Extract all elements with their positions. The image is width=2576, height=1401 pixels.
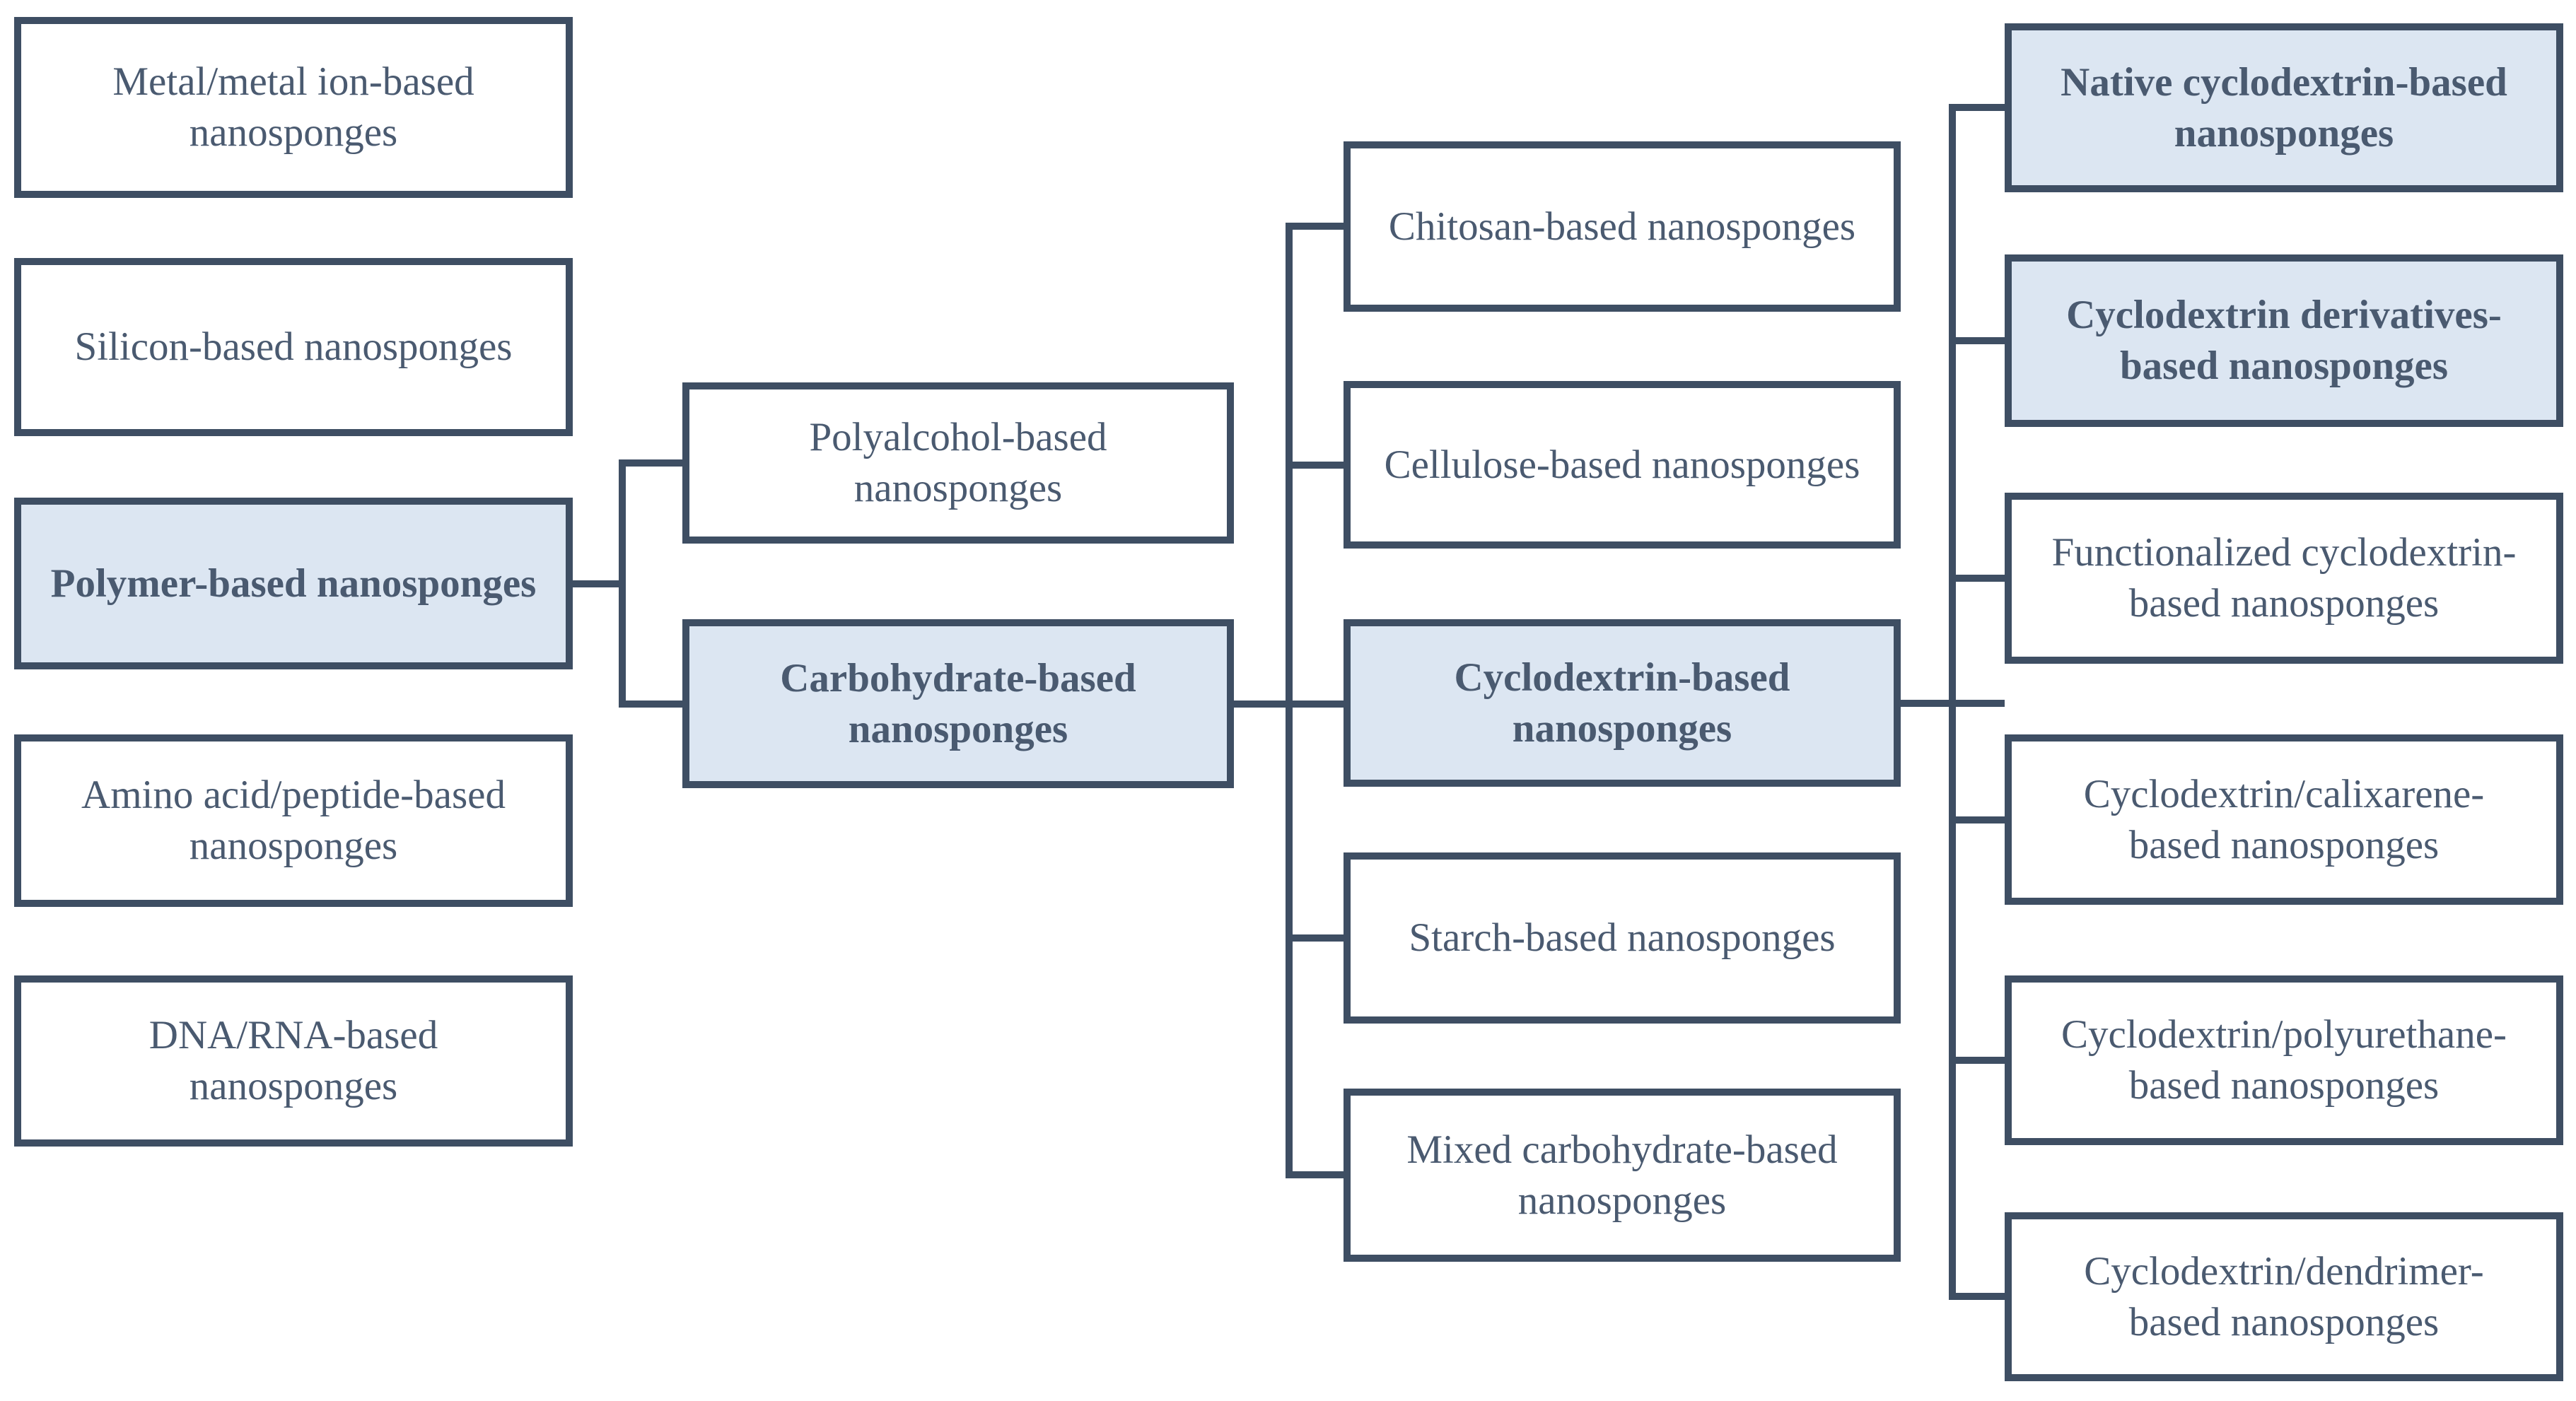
node-silicon-based-nanosponges: Silicon-based nanosponges — [14, 258, 573, 436]
connector-stub-dendrimer — [1949, 1293, 2005, 1300]
connector-stub-starch — [1286, 934, 1344, 942]
connector-stub-native — [1949, 104, 2005, 111]
node-label: Silicon-based nanosponges — [74, 324, 513, 369]
node-label: nanosponges — [189, 110, 398, 155]
node-cyclodextrin-dendrimer-based-nanosponges: Cyclodextrin/dendrimer- based nanosponge… — [2005, 1212, 2563, 1381]
node-label: Cyclodextrin/polyurethane- — [2061, 1012, 2507, 1057]
node-label: nanosponges — [189, 823, 398, 868]
node-label: based nanosponges — [2128, 1299, 2440, 1344]
node-label: Polymer-based nanosponges — [50, 561, 537, 606]
connector-stub-cellulose — [1286, 462, 1344, 469]
node-label: Cyclodextrin-based — [1454, 655, 1790, 700]
node-label: Native cyclodextrin-based — [2061, 59, 2507, 105]
node-label: Cellulose-based nanosponges — [1384, 442, 1860, 487]
node-carbohydrate-based-nanosponges: Carbohydrate-based nanosponges — [682, 619, 1234, 788]
connector-stub-polyalcohol — [619, 459, 682, 467]
node-label: nanosponges — [189, 1064, 398, 1108]
node-label: Mixed carbohydrate-based — [1406, 1127, 1838, 1172]
node-label: Cyclodextrin/calixarene- — [2083, 771, 2485, 816]
connector-stub-functionalized — [1949, 575, 2005, 582]
node-label: based nanosponges — [2119, 344, 2449, 388]
node-chitosan-based-nanosponges: Chitosan-based nanosponges — [1344, 141, 1901, 312]
node-label: Amino acid/peptide-based — [81, 773, 506, 817]
node-label: based nanosponges — [2128, 1063, 2440, 1108]
node-label: Polyalcohol-based — [809, 415, 1107, 459]
node-label: Chitosan-based nanosponges — [1388, 204, 1856, 249]
node-label: nanosponges — [853, 466, 1063, 510]
node-functionalized-cyclodextrin-based-nanosponges: Functionalized cyclodextrin- based nanos… — [2005, 493, 2563, 664]
connector-cyclodextrin-trunk — [1949, 104, 1956, 1300]
node-amino-acid-peptide-based-nanosponges: Amino acid/peptide-based nanosponges — [14, 734, 573, 907]
node-cyclodextrin-polyurethane-based-nanosponges: Cyclodextrin/polyurethane- based nanospo… — [2005, 975, 2563, 1145]
node-cyclodextrin-based-nanosponges: Cyclodextrin-based nanosponges — [1344, 619, 1901, 787]
node-label: DNA/RNA-based — [148, 1013, 438, 1057]
node-label: based nanosponges — [2128, 581, 2440, 626]
node-metal-ion-based-nanosponges: Metal/metal ion-based nanosponges — [14, 17, 573, 198]
node-label: nanosponges — [1512, 705, 1732, 751]
node-polymer-based-nanosponges: Polymer-based nanosponges — [14, 498, 573, 669]
node-label: nanosponges — [848, 706, 1068, 751]
node-label: Functionalized cyclodextrin- — [2051, 530, 2517, 575]
connector-polymer-trunk — [619, 459, 626, 708]
connector-stub-carbohydrate — [619, 700, 682, 708]
node-label: Starch-based nanosponges — [1409, 915, 1836, 960]
node-label: nanosponges — [1517, 1178, 1727, 1223]
node-label: based nanosponges — [2128, 822, 2440, 867]
node-native-cyclodextrin-based-nanosponges: Native cyclodextrin-based nanosponges — [2005, 23, 2563, 192]
node-label: Carbohydrate-based — [780, 655, 1136, 700]
node-cyclodextrin-derivatives-based-nanosponges: Cyclodextrin derivatives- based nanospon… — [2005, 254, 2563, 427]
node-label: Metal/metal ion-based — [112, 59, 474, 104]
node-label: Cyclodextrin/dendrimer- — [2084, 1248, 2484, 1294]
connector-carbohydrate-trunk — [1286, 223, 1293, 1178]
node-dna-rna-based-nanosponges: DNA/RNA-based nanosponges — [14, 975, 573, 1147]
node-label: Cyclodextrin derivatives- — [2066, 293, 2502, 337]
connector-stub-mixed — [1286, 1171, 1344, 1178]
connector-stub-polyurethane — [1949, 1057, 2005, 1064]
node-polyalcohol-based-nanosponges: Polyalcohol-based nanosponges — [682, 382, 1234, 544]
connector-stub-chitosan — [1286, 223, 1344, 230]
node-starch-based-nanosponges: Starch-based nanosponges — [1344, 852, 1901, 1024]
connector-polymer-branch — [573, 580, 626, 587]
node-label: nanosponges — [2174, 110, 2394, 156]
connector-stub-calixarene — [1949, 816, 2005, 823]
node-cellulose-based-nanosponges: Cellulose-based nanosponges — [1344, 381, 1901, 549]
node-mixed-carbohydrate-based-nanosponges: Mixed carbohydrate-based nanosponges — [1344, 1089, 1901, 1262]
connector-stub-derivatives — [1949, 337, 2005, 344]
node-cyclodextrin-calixarene-based-nanosponges: Cyclodextrin/calixarene- based nanospong… — [2005, 734, 2563, 905]
